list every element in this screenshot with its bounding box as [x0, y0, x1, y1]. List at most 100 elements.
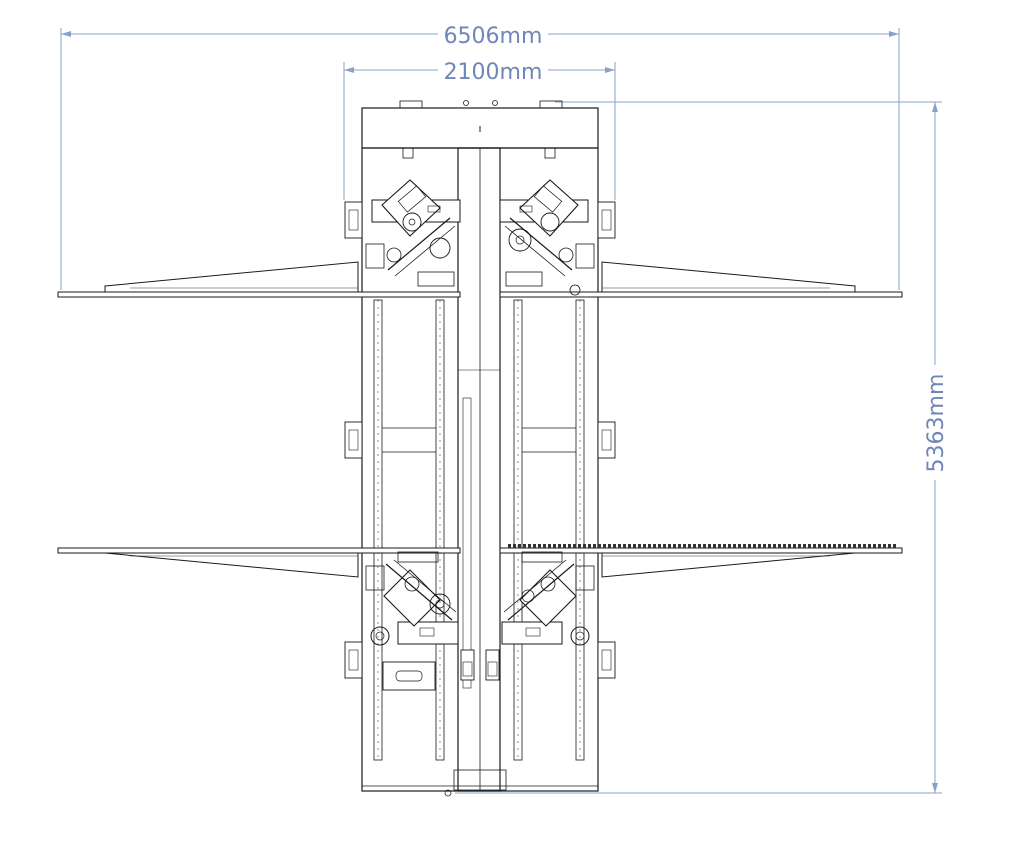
roller [573, 544, 576, 548]
saw-head-upper-right [499, 179, 595, 296]
roller [828, 544, 831, 548]
roller [688, 544, 691, 548]
roller [788, 544, 791, 548]
right-outer-rail [575, 299, 585, 761]
roller [653, 544, 656, 548]
left-brackets [344, 201, 363, 679]
roller [758, 544, 761, 548]
roller [853, 544, 856, 548]
roller [668, 544, 671, 548]
roller [533, 544, 536, 548]
roller [513, 544, 516, 548]
roller [633, 544, 636, 548]
saw-head-upper-left [365, 179, 461, 287]
roller [808, 544, 811, 548]
dimension-frame-width: 2100mm [343, 60, 616, 200]
roller [548, 544, 551, 548]
saw-head-lower-right [501, 551, 595, 646]
roller [568, 544, 571, 548]
roller [613, 544, 616, 548]
roller [708, 544, 711, 548]
roller [833, 544, 836, 548]
roller [883, 544, 886, 548]
upper-left-table [57, 261, 461, 298]
upper-right-table [499, 261, 903, 298]
central-column [457, 147, 501, 792]
roller [593, 544, 596, 548]
roller [783, 544, 786, 548]
roller [793, 544, 796, 548]
roller [608, 544, 611, 548]
roller [773, 544, 776, 548]
lower-right-table [499, 544, 903, 578]
roller [618, 544, 621, 548]
roller [598, 544, 601, 548]
lower-left-table [57, 547, 461, 578]
roller [538, 544, 541, 548]
roller [753, 544, 756, 548]
roller [583, 544, 586, 548]
roller [558, 544, 561, 548]
left-pedal [460, 649, 475, 681]
roller [658, 544, 661, 548]
roller [823, 544, 826, 548]
overall-width-label: 6506mm [444, 24, 543, 49]
roller [818, 544, 821, 548]
roller [678, 544, 681, 548]
roller [858, 544, 861, 548]
roller [703, 544, 706, 548]
right-inner-rail [513, 299, 523, 761]
roller [868, 544, 871, 548]
roller [508, 544, 511, 548]
roller [803, 544, 806, 548]
control-box [382, 661, 436, 691]
roller [673, 544, 676, 548]
roller [763, 544, 766, 548]
roller [748, 544, 751, 548]
roller [848, 544, 851, 548]
roller [768, 544, 771, 548]
dimension-overall-height: 5363mm [455, 101, 949, 794]
roller [863, 544, 866, 548]
roller [628, 544, 631, 548]
left-outer-rail [373, 299, 383, 761]
roller [798, 544, 801, 548]
roller [888, 544, 891, 548]
roller [738, 544, 741, 548]
roller [683, 544, 686, 548]
roller [648, 544, 651, 548]
roller [698, 544, 701, 548]
roller [733, 544, 736, 548]
base-plate [453, 769, 507, 791]
roller [643, 544, 646, 548]
saw-head-lower-left [365, 551, 459, 646]
right-brackets [597, 201, 616, 679]
roller [523, 544, 526, 548]
roller [878, 544, 881, 548]
roller [603, 544, 606, 548]
overall-height-label: 5363mm [924, 374, 949, 473]
machine-frame [344, 100, 616, 797]
roller [663, 544, 666, 548]
roller [813, 544, 816, 548]
frame-width-label: 2100mm [444, 60, 543, 85]
roller [528, 544, 531, 548]
left-inner-rail [435, 299, 445, 761]
roller [693, 544, 696, 548]
roller [638, 544, 641, 548]
roller [543, 544, 546, 548]
roller [563, 544, 566, 548]
roller [838, 544, 841, 548]
roller [578, 544, 581, 548]
roller [718, 544, 721, 548]
roller [728, 544, 731, 548]
roller [518, 544, 521, 548]
roller [743, 544, 746, 548]
roller [843, 544, 846, 548]
roller [873, 544, 876, 548]
roller [713, 544, 716, 548]
roller [623, 544, 626, 548]
right-pedal [485, 649, 500, 681]
roller [893, 544, 896, 548]
